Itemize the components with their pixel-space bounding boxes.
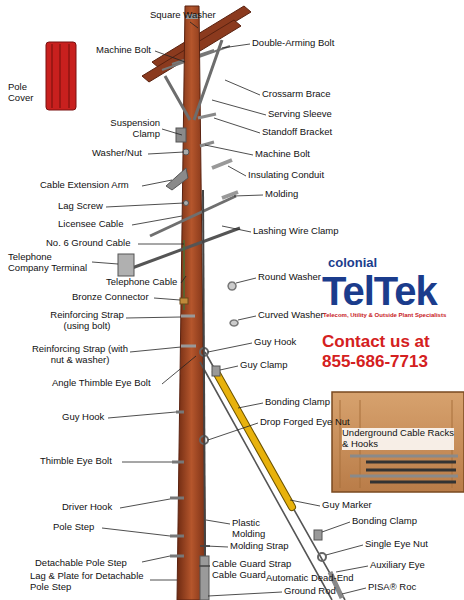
part-label: Standoff Bracket bbox=[262, 127, 332, 138]
contact-text: 855-686-7713 bbox=[322, 352, 428, 372]
plastic-molding bbox=[203, 190, 205, 560]
part-label: Pole Cover bbox=[8, 82, 44, 104]
part-label: Drop Forged Eye Nut bbox=[260, 417, 350, 428]
bonding-clamp bbox=[314, 530, 322, 540]
guy-marker bbox=[216, 372, 292, 507]
part-label: Telephone Company Terminal bbox=[8, 252, 90, 274]
part-label: Molding bbox=[265, 189, 298, 200]
part-label: Underground Cable Racks & Hooks bbox=[342, 428, 454, 450]
part-label: Guy Hook bbox=[62, 412, 104, 423]
part-label: Guy Marker bbox=[322, 500, 372, 511]
brand-name: TelTek bbox=[322, 268, 437, 314]
crossarm-brace bbox=[165, 40, 222, 120]
part-label: Angle Thimble Eye Bolt bbox=[52, 378, 151, 389]
part-label: Washer/Nut bbox=[92, 148, 142, 159]
licensee-cable bbox=[150, 196, 236, 236]
guy-clamp bbox=[212, 366, 220, 376]
part-label: Telephone Cable bbox=[106, 277, 177, 288]
part-label: Guy Clamp bbox=[240, 360, 288, 371]
part-label: Bronze Connector bbox=[72, 292, 149, 303]
part-label: Reinforcing Strap (with nut & washer) bbox=[30, 344, 130, 366]
part-label: Machine Bolt bbox=[255, 149, 310, 160]
part-label: Automatic Dead-End bbox=[266, 573, 354, 584]
part-label: Lag Screw bbox=[58, 201, 103, 212]
part-label: Pole Step bbox=[53, 522, 94, 533]
eye-bolt bbox=[172, 412, 184, 462]
pole-cover bbox=[46, 42, 76, 110]
brand-tagline: Telecom, Utility & Outside Plant Special… bbox=[323, 312, 446, 319]
bronze-connector bbox=[180, 298, 188, 304]
part-label: Round Washer bbox=[258, 272, 321, 283]
part-label: Machine Bolt bbox=[96, 45, 151, 56]
cable-guard bbox=[200, 556, 209, 600]
part-label: Bonding Clamp bbox=[352, 516, 417, 527]
single-eye-nut bbox=[318, 553, 326, 561]
inset-picture bbox=[332, 392, 464, 492]
pole-step bbox=[170, 498, 184, 556]
inset-cables bbox=[366, 462, 456, 482]
part-label: Bonding Clamp bbox=[265, 397, 330, 408]
part-label: Crossarm Brace bbox=[262, 89, 331, 100]
part-label: Cable Guard Strap bbox=[212, 559, 291, 570]
part-label: Molding Strap bbox=[230, 541, 289, 552]
standoff-bracket bbox=[198, 114, 216, 146]
reinforcing-strap bbox=[181, 316, 196, 346]
part-label: Curved Washer bbox=[258, 310, 324, 321]
part-label: Single Eye Nut bbox=[365, 539, 428, 550]
washer-detail bbox=[228, 282, 238, 326]
guy-wire bbox=[200, 352, 345, 600]
part-label: Serving Sleeve bbox=[268, 109, 332, 120]
part-label: Cable Guard bbox=[212, 570, 266, 581]
part-label: Licensee Cable bbox=[58, 219, 124, 230]
contact-text: Contact us at bbox=[322, 332, 430, 352]
strap bbox=[199, 546, 210, 566]
part-label: Insulating Conduit bbox=[248, 170, 324, 181]
part-label: Lashing Wire Clamp bbox=[253, 226, 339, 237]
part-label: Plastic Molding bbox=[232, 518, 272, 540]
cable-rack bbox=[350, 456, 458, 476]
lag-screw bbox=[184, 201, 189, 206]
part-label: Detachable Pole Step bbox=[35, 558, 127, 569]
part-label: Cable Extension Arm bbox=[40, 180, 129, 191]
guy-marker-outline bbox=[216, 372, 292, 507]
part-label: Double-Arming Bolt bbox=[252, 38, 334, 49]
brand-prefix: colonial bbox=[328, 256, 377, 271]
part-label: Lag & Plate for Detachable Pole Step bbox=[30, 571, 150, 593]
part-label: Guy Hook bbox=[254, 337, 296, 348]
part-label: Suspension Clamp bbox=[110, 118, 160, 140]
part-label: Driver Hook bbox=[62, 502, 112, 513]
part-label: No. 6 Ground Cable bbox=[46, 238, 131, 249]
pole-cover-ribs bbox=[52, 44, 69, 108]
cable-extension-arm bbox=[166, 168, 188, 190]
part-label: PISA® Roc bbox=[368, 582, 416, 593]
insulating-conduit bbox=[212, 160, 238, 198]
part-label: Auxiliary Eye bbox=[370, 560, 425, 571]
part-label: Thimble Eye Bolt bbox=[40, 456, 112, 467]
telephone-cable bbox=[132, 228, 240, 268]
part-label: Reinforcing Strap (using bolt) bbox=[48, 310, 126, 332]
telephone-terminal bbox=[118, 254, 134, 276]
part-label: Ground Rod bbox=[284, 586, 336, 597]
part-label: Square Washer bbox=[150, 10, 216, 21]
